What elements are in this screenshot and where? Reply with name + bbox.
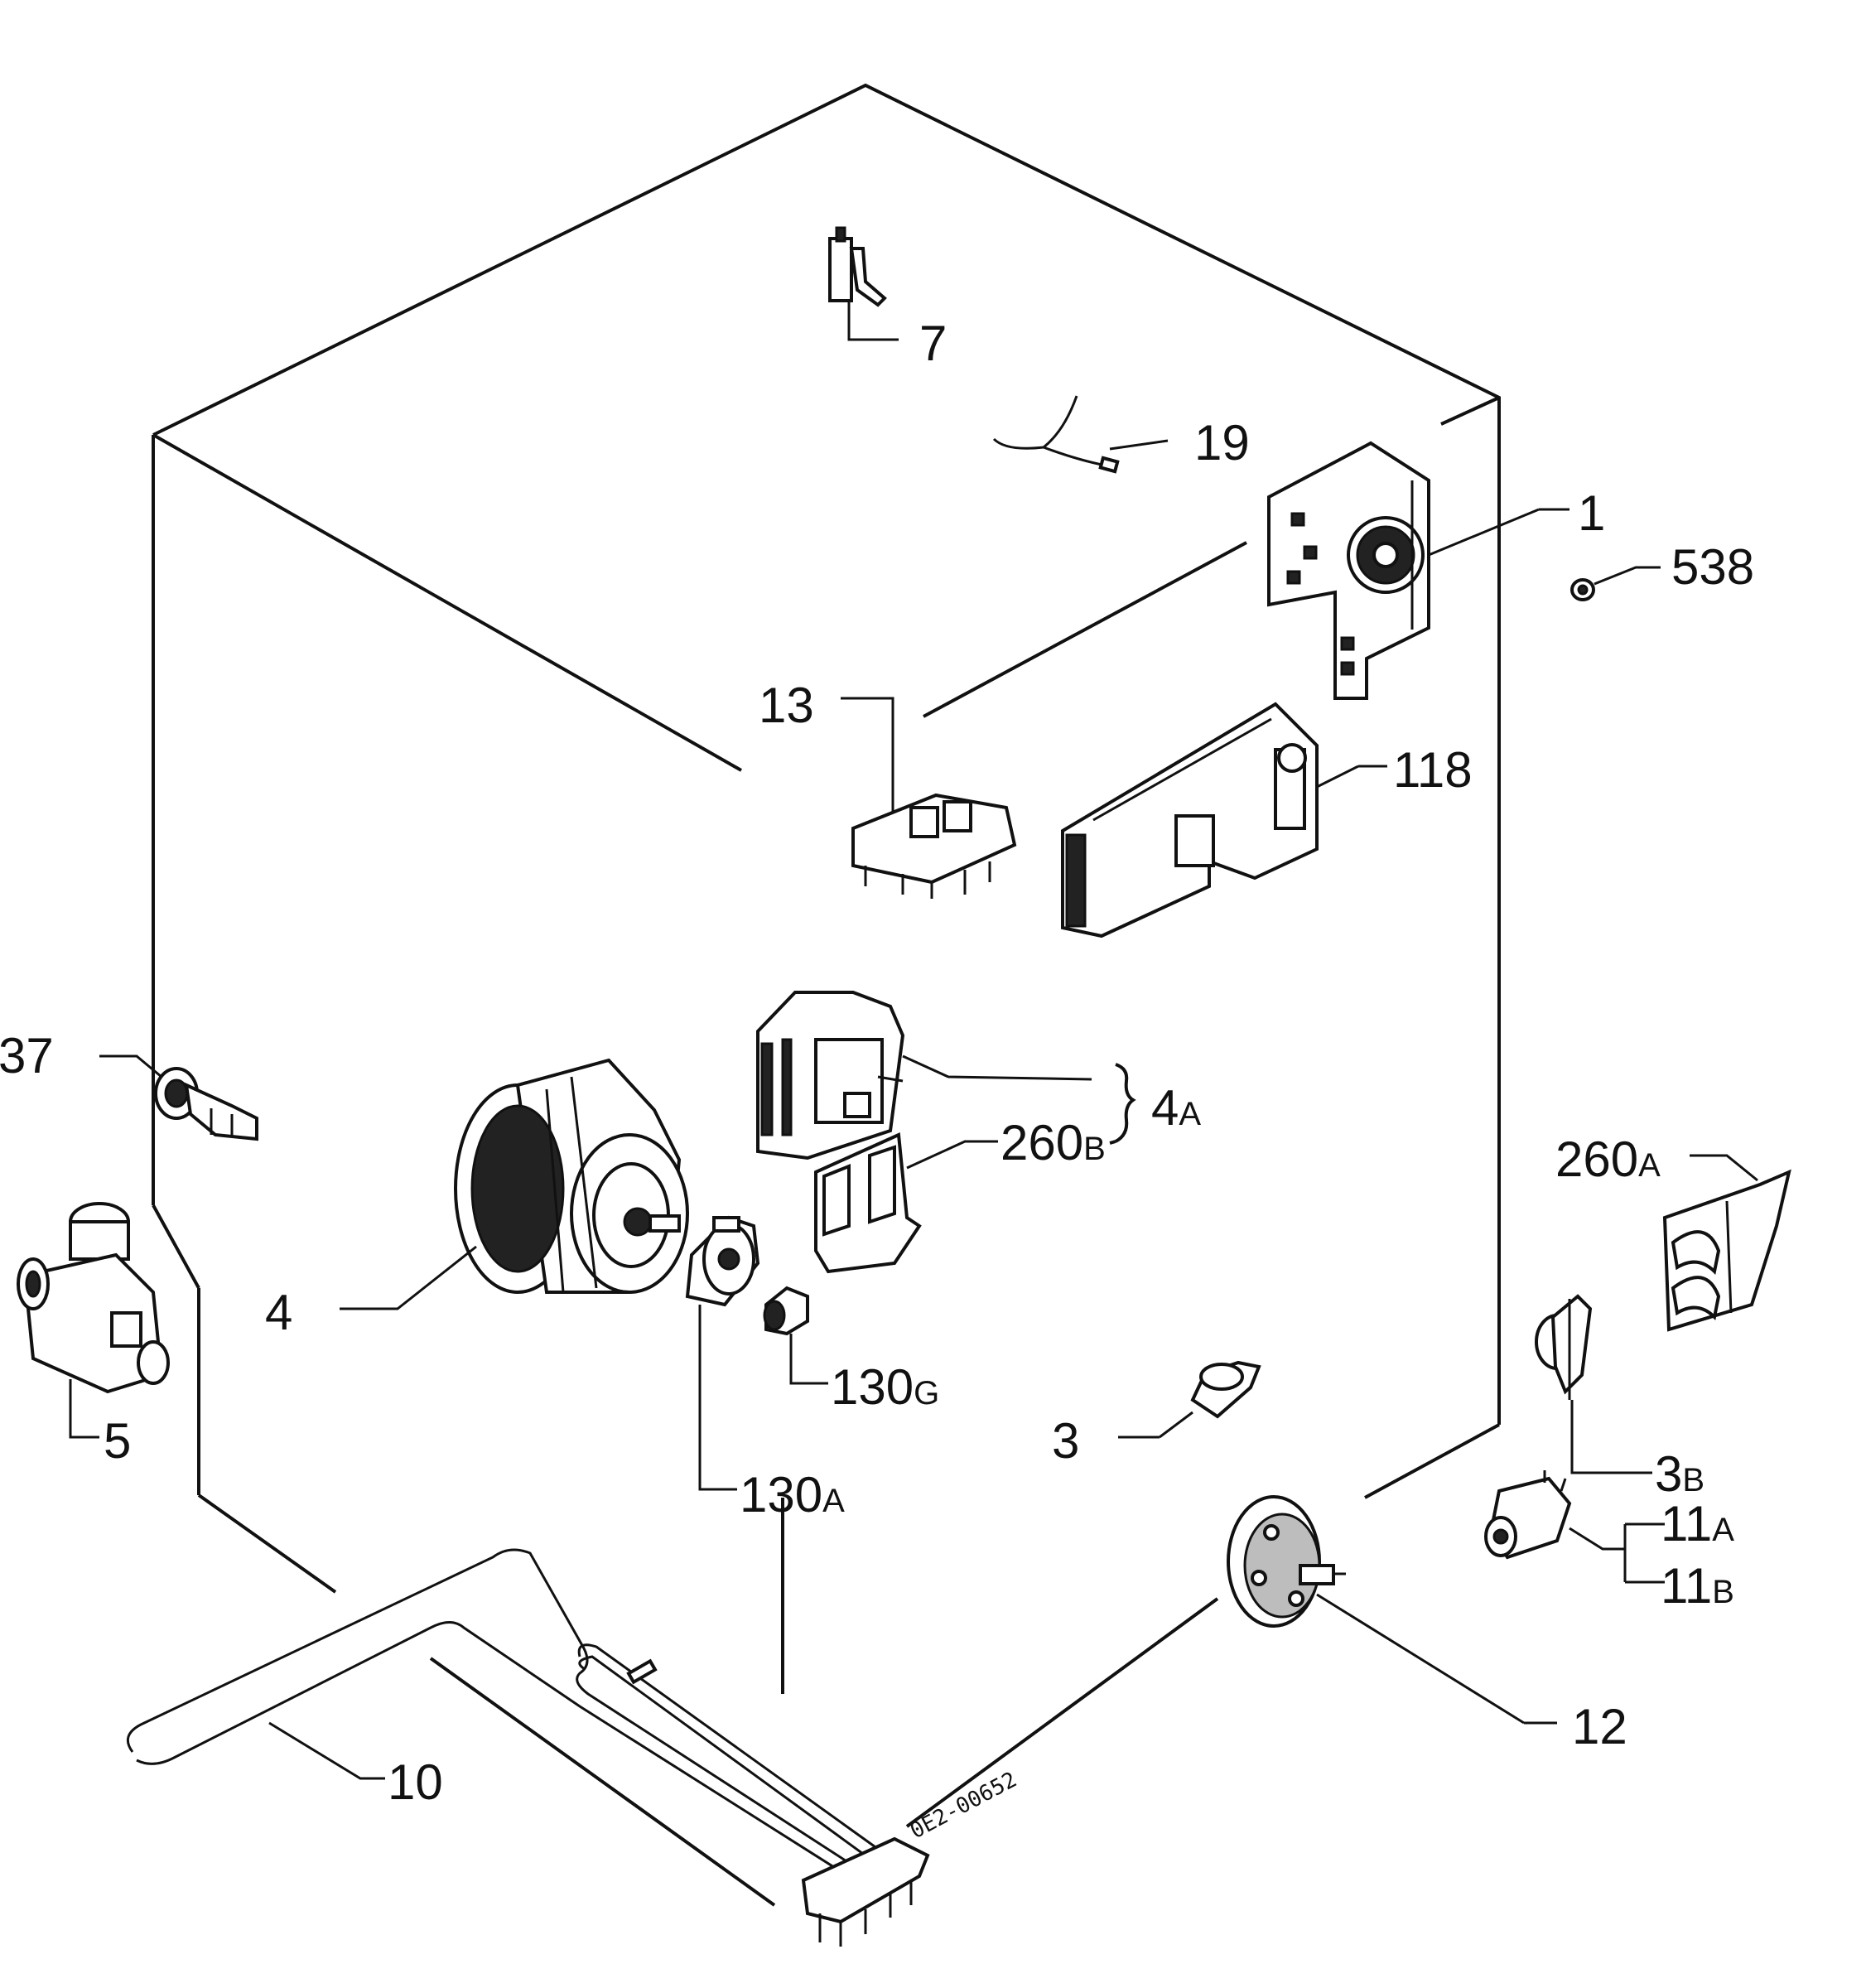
cabinet-outline — [152, 83, 1501, 1907]
bracket-260A — [1662, 1154, 1791, 1332]
label-118: 118 — [1393, 742, 1473, 798]
label-11B: 11B — [1661, 1558, 1734, 1614]
label-260A: 260A — [1555, 1132, 1661, 1187]
label-19: 19 — [1194, 415, 1250, 470]
lamp-holder — [99, 1054, 258, 1141]
label-4: 4 — [265, 1285, 292, 1340]
label-1: 1 — [1578, 485, 1605, 541]
label-538: 538 — [1671, 539, 1754, 595]
motor — [340, 1058, 689, 1310]
drawing-code: 0E2-00652 — [906, 1768, 1020, 1845]
label-7: 7 — [919, 316, 947, 371]
label-10: 10 — [388, 1754, 443, 1810]
electronic-module — [1061, 702, 1387, 939]
motor-pulley — [685, 1215, 760, 1491]
label-260B: 260B — [1001, 1115, 1106, 1170]
screw — [1570, 566, 1661, 601]
label-130A: 130A — [740, 1467, 845, 1522]
thermostat — [1118, 1360, 1261, 1439]
label-37: 37 — [0, 1028, 54, 1083]
capacitor-bracket — [756, 991, 1092, 1160]
label-5: 5 — [104, 1413, 131, 1469]
label-11A: 11A — [1661, 1496, 1734, 1551]
label-3: 3 — [1052, 1413, 1079, 1469]
door-switch — [828, 226, 899, 341]
label-13: 13 — [759, 678, 814, 733]
programmer-timer — [1267, 441, 1569, 700]
thermostat-3b — [1535, 1294, 1652, 1474]
label-130G: 130G — [831, 1359, 939, 1415]
brace-260B-close — [1109, 1140, 1116, 1145]
pressure-switch — [1227, 1495, 1557, 1725]
brace-4A — [1114, 1063, 1136, 1143]
label-3B: 3B — [1655, 1446, 1704, 1502]
label-4A: 4A — [1151, 1080, 1201, 1136]
wire-connector — [992, 395, 1169, 474]
inlet-valve — [17, 1202, 170, 1439]
motor-bracket — [814, 1132, 998, 1274]
push-button-switch — [841, 697, 1017, 899]
suppressor — [1484, 1470, 1665, 1584]
heating-element — [126, 1548, 930, 1947]
label-12: 12 — [1572, 1699, 1627, 1754]
bushing — [763, 1286, 828, 1385]
